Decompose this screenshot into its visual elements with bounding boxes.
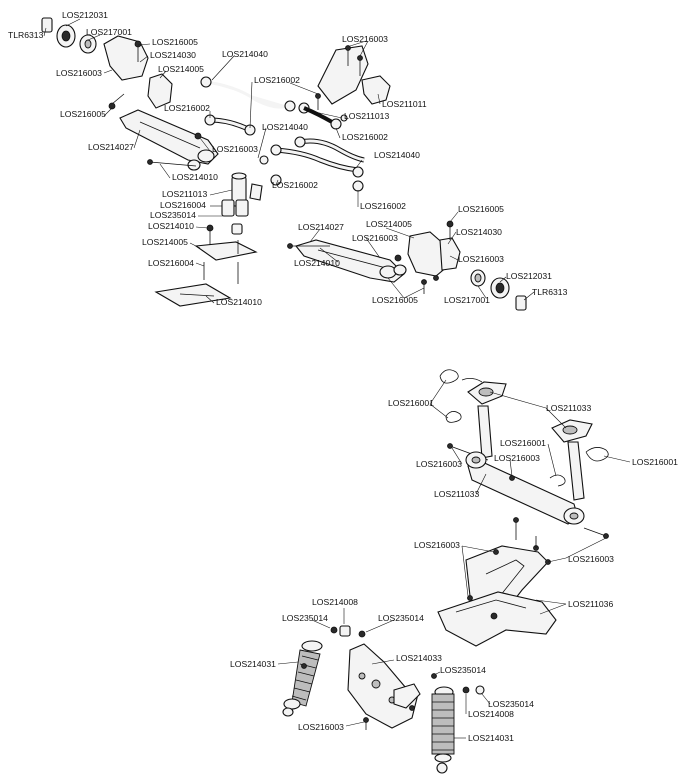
label-wing-mount-b: LOS211033 — [434, 489, 479, 499]
label-turnbuckle-b: LOS214040 — [262, 122, 308, 132]
label-screw-right-b: LOS216005 — [372, 295, 418, 305]
label-spacer-left: LOS235014 — [282, 613, 328, 623]
callout-labels: LOS212031 LOS217001 TLR6313 LOS216005 LO… — [8, 10, 678, 743]
label-hinge-pin-right: LOS214010 — [294, 258, 340, 268]
label-pin-center: LOS214010 — [148, 221, 194, 231]
label-shock-left: LOS214031 — [230, 659, 276, 669]
label-nut-a: LOS216003 — [416, 459, 462, 469]
label-link-top: LOS211013 — [344, 111, 389, 121]
label-screw-right: LOS216005 — [458, 204, 504, 214]
label-nut-c: LOS216003 — [414, 540, 460, 550]
label-shock-nut: LOS216003 — [298, 722, 344, 732]
label-axle-pin-right: TLR6313 — [532, 287, 568, 297]
label-ball-stud-a: LOS216002 — [254, 75, 300, 85]
label-nut-d: LOS216003 — [568, 554, 614, 564]
label-kingpin-right: LOS214005 — [366, 219, 412, 229]
label-nut-left: LOS216003 — [56, 68, 102, 78]
rear-assembly-group — [437, 369, 609, 647]
label-kingpin-center: LOS214005 — [142, 237, 188, 247]
label-spindle-left: LOS214030 — [150, 50, 196, 60]
front-suspension-group — [41, 17, 527, 311]
label-shock-right: LOS214031 — [468, 733, 514, 743]
label-screw-left-a: LOS216005 — [152, 37, 198, 47]
label-nut-right: LOS216003 — [352, 233, 398, 243]
label-bellcrank-post: LOS211013 — [162, 189, 207, 199]
label-mount-pin: LOS214010 — [216, 297, 262, 307]
label-screw-left-b: LOS216005 — [60, 109, 106, 119]
label-spacer: LOS235014 — [150, 210, 196, 220]
label-arm-left: LOS214027 — [88, 142, 134, 152]
label-arm-right: LOS214027 — [298, 222, 344, 232]
shocks-group — [282, 625, 485, 774]
label-tower-top: LOS211011 — [382, 99, 427, 109]
label-nut-top: LOS216003 — [342, 34, 388, 44]
label-nut-b: LOS216003 — [494, 453, 540, 463]
label-hinge-pin-left: LOS214010 — [172, 172, 218, 182]
label-turnbuckle-c: LOS214040 — [374, 150, 420, 160]
label-spacer-right: LOS235014 — [378, 613, 424, 623]
label-spindle-right: LOS214030 — [456, 227, 502, 237]
label-shim-b: LOS216004 — [148, 258, 194, 268]
label-ball-stud-left: LOS216002 — [164, 103, 210, 113]
label-tower: LOS214033 — [396, 653, 442, 663]
label-ball-stud-d: LOS216002 — [342, 132, 388, 142]
label-clip-right: LOS216001 — [632, 457, 678, 467]
label-nut-center-left: LOS216003 — [212, 144, 258, 154]
leader-lines — [43, 18, 631, 739]
label-shock-cap: LOS214008 — [312, 597, 358, 607]
label-hub-carrier-right: LOS212031 — [506, 271, 552, 281]
label-kingpin-left: LOS214005 — [158, 64, 204, 74]
label-turnbuckle-a: LOS214040 — [222, 49, 268, 59]
label-spacer-c: LOS235014 — [440, 665, 486, 675]
label-bumper: LOS211036 — [568, 599, 613, 609]
label-nut-right-b: LOS216003 — [458, 254, 504, 264]
label-shock-cap-b: LOS214008 — [468, 709, 514, 719]
label-ball-stud-c: LOS216002 — [360, 201, 406, 211]
arm-left — [119, 109, 219, 171]
label-hub-carrier-left: LOS212031 — [62, 10, 108, 20]
label-shim: LOS216004 — [160, 200, 206, 210]
label-bearing-right: LOS217001 — [444, 295, 490, 305]
label-bearing-left: LOS217001 — [86, 27, 132, 37]
label-clip-center: LOS216001 — [500, 438, 546, 448]
hub-left — [41, 17, 173, 110]
label-spacer-d: LOS235014 — [488, 699, 534, 709]
label-clip-left: LOS216001 — [388, 398, 434, 408]
top-tower — [315, 45, 391, 110]
label-wing-mount: LOS211033 — [546, 403, 591, 413]
label-ball-stud-b: LOS216002 — [272, 180, 318, 190]
label-axle-pin-left: TLR6313 — [8, 30, 44, 40]
